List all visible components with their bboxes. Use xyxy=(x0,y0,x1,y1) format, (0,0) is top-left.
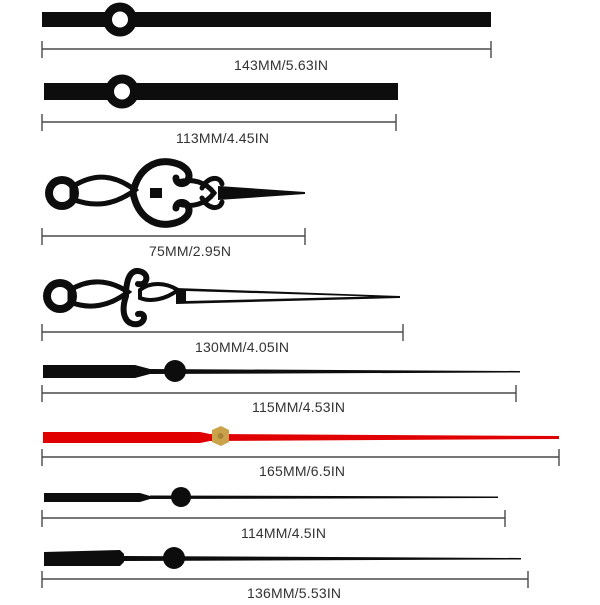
hand-size-label: 136MM/5.53IN xyxy=(247,585,342,601)
dimension-line xyxy=(41,228,306,245)
hand-size-label: 130MM/4.05IN xyxy=(195,339,290,355)
dimension-line xyxy=(41,385,517,402)
dimension-line xyxy=(41,510,506,527)
hand-size-label: 114MM/4.5IN xyxy=(241,525,327,541)
ornate-hand-short xyxy=(45,158,305,228)
dimension-line xyxy=(41,571,529,588)
second-hand-red xyxy=(43,426,559,446)
dimension-line xyxy=(41,41,492,58)
dimension-line xyxy=(41,114,397,131)
hand-size-label: 165MM/6.5IN xyxy=(259,463,346,479)
dimension-line xyxy=(41,324,404,341)
hand-size-label: 75MM/2.95N xyxy=(149,243,232,259)
hour-hand-straight-short xyxy=(44,74,398,109)
ornate-hand-long xyxy=(43,268,400,328)
hand-size-label: 115MM/4.53IN xyxy=(252,399,346,415)
minute-hand-flat-tail xyxy=(43,360,520,382)
hand-size-label: 113MM/4.45IN xyxy=(176,130,270,146)
dimension-line xyxy=(41,449,560,466)
hour-hand-straight-long xyxy=(42,2,491,37)
hand-size-label: 143MM/5.63IN xyxy=(234,57,329,73)
minute-hand-block-tail xyxy=(44,547,521,569)
minute-hand-tapered-tail xyxy=(44,487,498,507)
